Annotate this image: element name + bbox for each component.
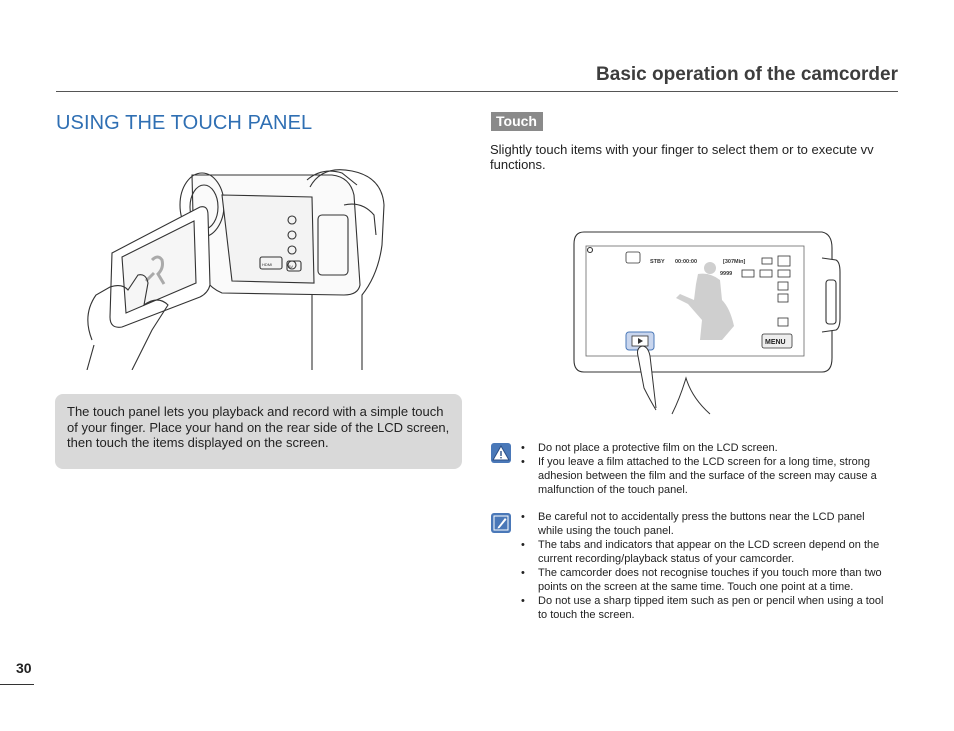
info-callout-text: The touch panel lets you playback and re… — [67, 404, 450, 450]
header-divider — [56, 91, 898, 92]
note-text: The camcorder does not recognise touches… — [538, 567, 882, 593]
lcd-count-text: 9999 — [720, 271, 732, 277]
footer-divider — [0, 684, 34, 685]
warning-item: • If you leave a film attached to the LCD… — [521, 455, 891, 497]
lcd-timecode-text: 00:00:00 — [675, 259, 697, 265]
note-item: • Do not use a sharp tipped item such as … — [521, 594, 891, 622]
bullet: • — [521, 456, 525, 468]
note-text: Do not use a sharp tipped item such as p… — [538, 595, 884, 621]
warning-icon — [491, 443, 511, 463]
hdmi-port-label: HDMI — [262, 262, 272, 267]
menu-button-label: MENU — [765, 339, 786, 346]
lcd-remaining-text: [307Min] — [723, 259, 745, 265]
bullet: • — [521, 595, 525, 607]
warning-item: • Do not place a protective film on the L… — [521, 441, 891, 455]
av-port-label: AV — [288, 264, 293, 269]
camcorder-hand-illustration: HDMI AV — [86, 169, 385, 370]
page-number: 30 — [16, 660, 32, 676]
warning-text: If you leave a film attached to the LCD … — [538, 456, 877, 496]
note-item: • The tabs and indicators that appear on … — [521, 538, 891, 566]
touch-subsection-tag: Touch — [491, 112, 543, 131]
note-item: • The camcorder does not recognise touche… — [521, 566, 891, 594]
touch-description: Slightly touch items with your finger to… — [490, 142, 874, 172]
notes-list: • Be careful not to accidentally press th… — [521, 510, 891, 622]
bullet: • — [521, 567, 525, 579]
lcd-status-text: STBY — [650, 259, 665, 265]
play-triangle-icon — [638, 338, 643, 344]
menu-button[interactable] — [761, 333, 793, 349]
bullet: • — [521, 442, 525, 454]
info-callout-box — [55, 394, 462, 469]
bullet: • — [521, 511, 525, 523]
camera-mode-icon — [625, 251, 641, 264]
note-text: The tabs and indicators that appear on t… — [538, 539, 880, 565]
warning-list: • Do not place a protective film on the L… — [521, 441, 891, 497]
bullet: • — [521, 539, 525, 551]
page-header-title: Basic operation of the camcorder — [596, 64, 898, 85]
note-pencil-icon — [491, 513, 511, 533]
warning-text: Do not place a protective film on the LC… — [538, 442, 778, 454]
finger-illustration — [637, 345, 657, 411]
note-text: Be careful not to accidentally press the… — [538, 511, 865, 537]
lcd-touch-illustration: STBY 00:00:00 [307Min] 9999 MENU — [573, 231, 841, 415]
section-title: USING THE TOUCH PANEL — [56, 112, 313, 134]
note-item: • Be careful not to accidentally press th… — [521, 510, 891, 538]
